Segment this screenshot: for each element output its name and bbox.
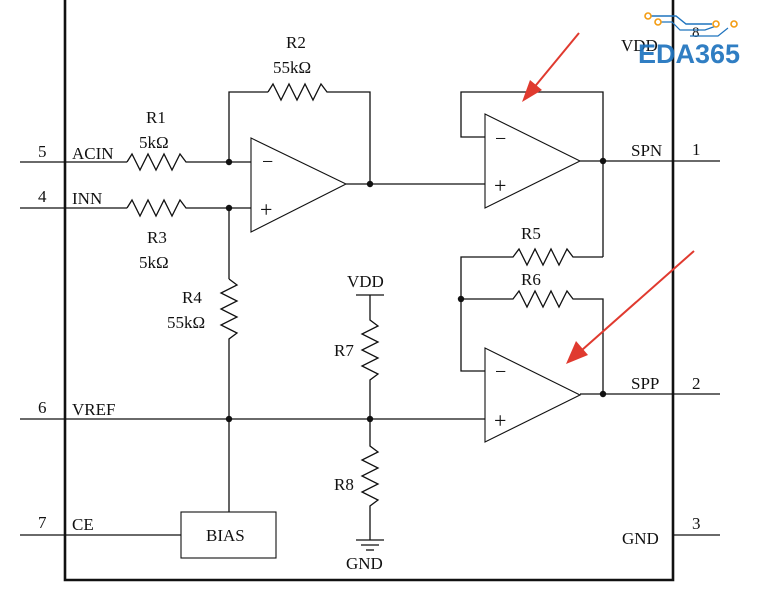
junction-dot — [599, 157, 607, 165]
r1-value: 5kΩ — [139, 133, 169, 152]
opamp3-plus-sign: + — [494, 408, 506, 433]
junction-dot — [366, 415, 374, 423]
junction-dot — [225, 158, 233, 166]
eda365-logo: EDA365 — [638, 12, 740, 69]
pin-vref-name: VREF — [72, 400, 115, 419]
pin-gnd-number: 3 — [692, 514, 701, 533]
bias-block — [180, 511, 277, 559]
resistor-r7 — [360, 295, 380, 419]
r3-name: R3 — [147, 228, 167, 247]
resistor-r6 — [461, 289, 604, 394]
r8-name: R8 — [334, 475, 354, 494]
junction-dot — [225, 415, 233, 423]
pin-acin-number: 5 — [38, 142, 47, 161]
annotation-arrow-spp — [566, 250, 695, 364]
opamp-spn-stage — [484, 113, 582, 209]
r6-name: R6 — [521, 270, 541, 289]
pin-vdd-name: VDD — [621, 36, 658, 55]
resistor-r8 — [360, 419, 380, 540]
junction-dot — [457, 295, 465, 303]
resistor-r4 — [219, 278, 239, 419]
r5-name: R5 — [521, 224, 541, 243]
opamp1-minus-sign: − — [262, 151, 273, 173]
wire-r2-feedback-left — [228, 91, 268, 162]
r7-name: R7 — [334, 341, 354, 360]
watermark-text: EDA365 — [638, 39, 740, 69]
wire-opamp3-minus — [460, 299, 485, 372]
r3-value: 5kΩ — [139, 253, 169, 272]
pin-ce-number: 7 — [38, 513, 47, 532]
annotation-arrow-spn — [522, 32, 580, 102]
pin-spn-number: 1 — [692, 140, 701, 159]
opamp3-minus-sign: − — [495, 361, 506, 383]
pin-ce-name: CE — [72, 515, 94, 534]
opamp1-plus-sign: + — [260, 197, 272, 222]
junction-dot — [599, 390, 607, 398]
circuit-trace-icon — [644, 12, 738, 37]
r2-name: R2 — [286, 33, 306, 52]
ground-symbol — [356, 539, 384, 551]
resistor-r1 — [126, 152, 229, 172]
opamp-input-stage — [250, 137, 348, 233]
pin-spp-number: 2 — [692, 374, 701, 393]
pin-vref-number: 6 — [38, 398, 47, 417]
vdd-label: VDD — [347, 272, 384, 291]
resistor-r5 — [460, 247, 603, 299]
opamp2-minus-sign: − — [495, 128, 506, 150]
pin-spp-name: SPP — [631, 374, 659, 393]
opamp2-plus-sign: + — [494, 173, 506, 198]
resistor-r2 — [267, 82, 371, 184]
r2-value: 55kΩ — [273, 58, 311, 77]
resistor-r3 — [126, 198, 229, 218]
pin-vdd-number: 8 — [692, 25, 700, 41]
junction-dot — [225, 204, 233, 212]
chip-outline — [63, 0, 675, 582]
r4-name: R4 — [182, 288, 202, 307]
pin-acin-name: ACIN — [72, 144, 114, 163]
pin-inn-name: INN — [72, 189, 102, 208]
bias-label: BIAS — [206, 526, 245, 545]
wire-opamp2-feedback — [460, 91, 604, 161]
pin-inn-number: 4 — [38, 187, 47, 206]
opamp-spp-stage — [484, 347, 582, 443]
pin-gnd-name: GND — [622, 529, 659, 548]
r4-value: 55kΩ — [167, 313, 205, 332]
junction-dot — [366, 180, 374, 188]
gnd-label: GND — [346, 554, 383, 573]
pin-spn-name: SPN — [631, 141, 662, 160]
r1-name: R1 — [146, 108, 166, 127]
